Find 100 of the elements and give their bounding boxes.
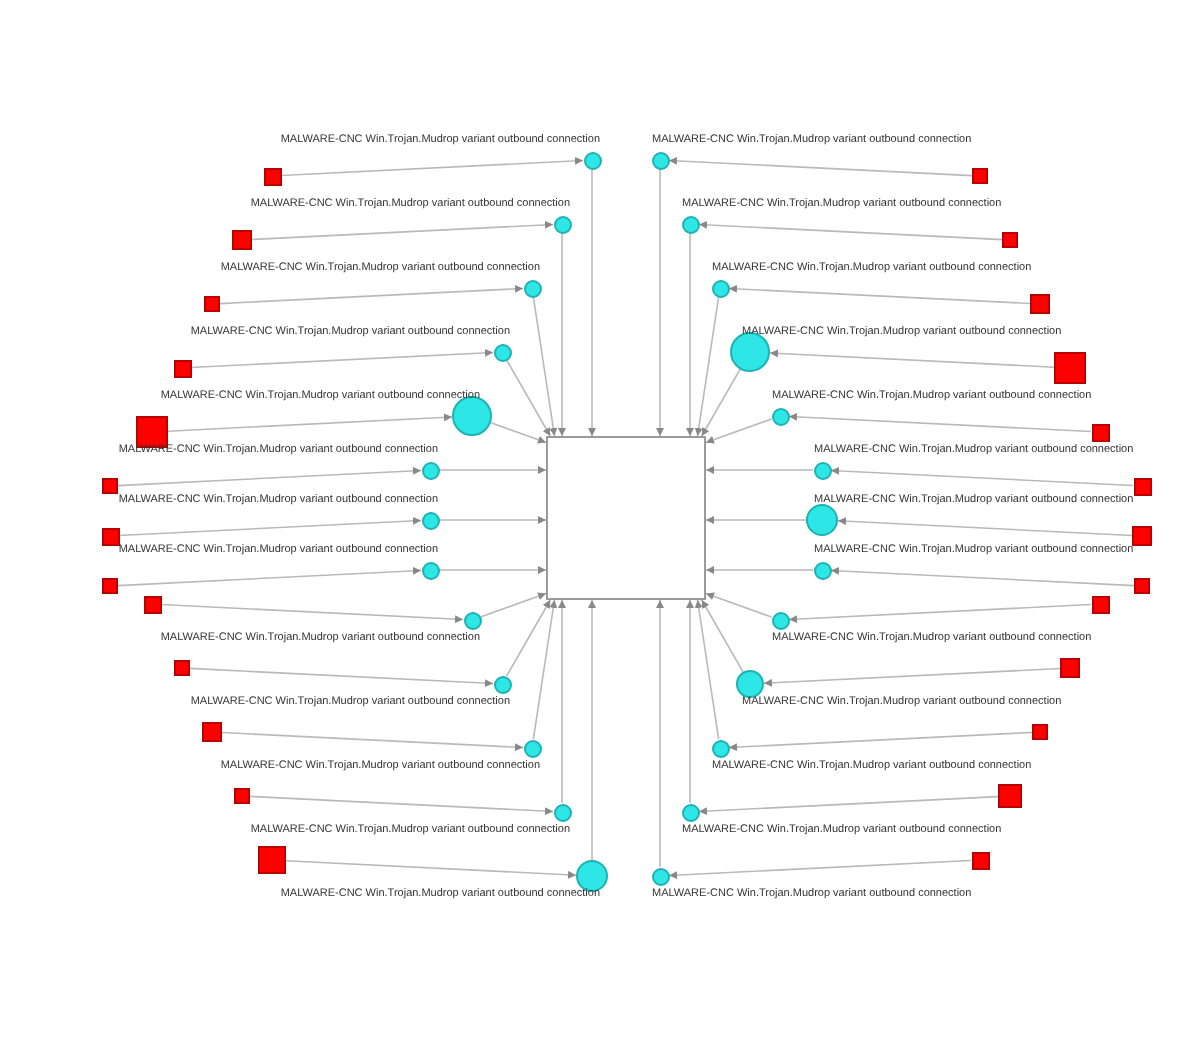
arrow [694,599,720,740]
network-node-circle [463,611,481,629]
network-node-square [972,168,988,184]
network-node-circle [813,561,831,579]
arrow [558,599,566,804]
arrow [788,603,1092,624]
network-node-square [101,527,119,545]
arrow [117,466,422,487]
network-node-square [174,660,190,676]
arrow [705,466,814,474]
arrow [479,592,547,618]
network-node-square [263,167,281,185]
arrow [118,516,422,537]
network-node-circle [651,151,669,169]
network-node-square [173,359,191,377]
arrow [490,421,547,444]
arrow [686,232,694,437]
network-node-circle [771,611,789,629]
network-node-square [1054,352,1086,384]
network-node-square [102,478,118,494]
network-node-square [1002,232,1018,248]
arrow [167,413,453,432]
network-node-square [1060,658,1080,678]
arrow [249,795,554,816]
network-node-square [204,296,220,312]
network-node-square [1091,595,1109,613]
network-node-circle [493,675,511,693]
network-node-circle [651,867,669,885]
network-node-square [102,578,118,594]
arrow [788,412,1092,433]
network-node-square [1091,423,1109,441]
arrow [705,516,807,524]
arrow [728,731,1033,752]
arrow [763,667,1061,687]
arrow [705,418,773,444]
arrow [190,348,494,369]
arrow [117,566,422,587]
network-node-square [232,230,252,250]
network-node-circle [523,279,541,297]
arrow [694,296,720,437]
network-node-circle [553,803,571,821]
arrow [705,592,773,618]
arrow [438,566,547,574]
arrow [830,566,1135,587]
network-node-circle [771,407,789,425]
arrow [728,284,1031,305]
arrow [668,156,973,177]
arrow [438,516,547,524]
arrow [160,603,464,624]
arrow [558,232,566,437]
arrow [505,599,552,677]
arrow [280,156,584,177]
arrow [686,599,694,804]
network-node-circle [576,860,608,892]
network-node-square [1030,294,1050,314]
arrow [438,466,547,474]
hub-box [546,436,706,600]
arrow [251,220,554,241]
network-node-square [258,846,286,874]
arrow [532,599,558,740]
arrow [705,566,814,574]
network-node-circle [730,332,770,372]
network-node-square [998,784,1022,808]
network-node-circle [553,215,571,233]
network-node-circle [421,561,439,579]
network-node-circle [736,670,764,698]
network-node-circle [806,504,838,536]
arrow [656,599,664,868]
arrow [189,667,494,688]
network-node-circle [583,151,601,169]
network-node-square [1132,526,1152,546]
network-node-square [202,722,222,742]
arrow [588,599,596,861]
arrow [532,296,558,437]
arrow [700,368,741,437]
network-node-circle [813,461,831,479]
network-node-circle [421,461,439,479]
network-node-circle [523,739,541,757]
network-node-square [1134,578,1150,594]
arrow [285,859,577,879]
network-node-circle [493,343,511,361]
network-node-square [971,851,989,869]
arrow [668,859,972,880]
arrow [837,517,1133,537]
network-node-square [1032,724,1048,740]
arrow [219,284,524,305]
arrow [698,220,1003,241]
network-node-circle [711,739,729,757]
network-node-circle [421,511,439,529]
network-node-square [234,788,250,804]
arrow [656,168,664,437]
arrow [700,599,744,673]
network-node-circle [681,803,699,821]
network-node-square [143,595,161,613]
network-node-circle [711,279,729,297]
arrow [588,168,596,437]
network-node-circle [452,396,492,436]
arrow [698,795,999,816]
arrow [505,359,552,437]
network-node-circle [681,215,699,233]
